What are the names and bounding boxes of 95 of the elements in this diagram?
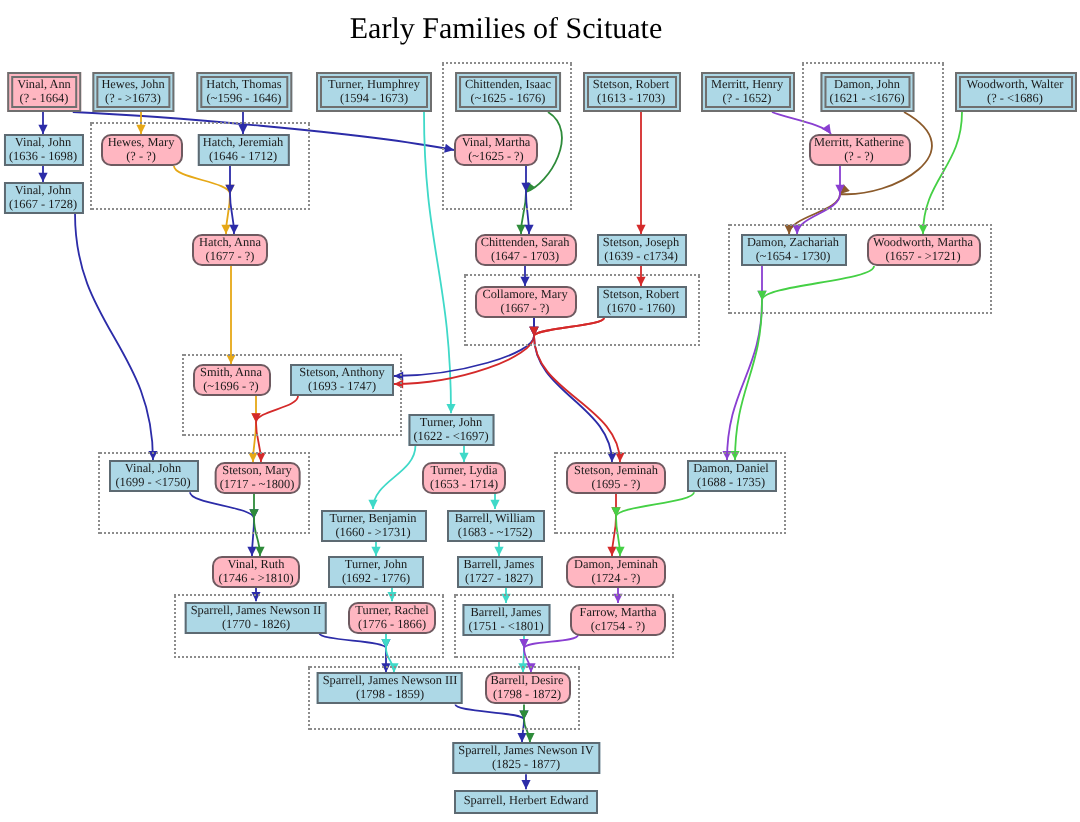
- family-group-frame: [98, 452, 310, 534]
- lineage-arrow: [189, 491, 259, 557]
- family-group-frame: [802, 62, 944, 210]
- lineage-arrow: [459, 444, 469, 463]
- person-node: [328, 556, 424, 589]
- person-node: [320, 509, 426, 542]
- family-group-frame: [174, 593, 444, 658]
- person-node: [422, 462, 506, 495]
- person-node: [582, 72, 680, 112]
- lineage-arrow: [490, 493, 500, 510]
- person-node: [100, 134, 182, 166]
- lineage-arrow: [494, 540, 504, 557]
- person-node: [808, 134, 910, 166]
- lineage-arrow: [71, 111, 455, 153]
- lineage-arrow: [371, 540, 381, 557]
- person-node: [192, 234, 268, 266]
- family-group-frame: [554, 452, 786, 534]
- person-node: [316, 72, 432, 112]
- person-node: [7, 72, 81, 112]
- person-node: [407, 413, 495, 446]
- lineage-arrow: [520, 265, 530, 287]
- lineage-arrow: [251, 395, 299, 463]
- lineage-arrow: [249, 493, 265, 557]
- lineage-arrow: [225, 165, 239, 235]
- family-group-frame: [442, 62, 572, 210]
- person-node: [740, 234, 846, 266]
- lineage-arrow: [173, 165, 235, 235]
- lineage-arrow: [226, 265, 236, 365]
- lineage-arrow: [611, 491, 695, 557]
- lineage-arrow: [251, 587, 261, 603]
- person-node: [108, 460, 198, 493]
- person-node: [196, 134, 290, 166]
- lineage-arrow: [613, 587, 623, 604]
- family-group-frame: [454, 593, 674, 658]
- family-group-frame: [308, 665, 580, 731]
- family-group-frame: [464, 274, 700, 346]
- person-node: [566, 556, 666, 589]
- lineage-arrow: [730, 265, 875, 462]
- lineage-arrow: [771, 111, 832, 135]
- diagram-title: Early Families of Scituate: [349, 12, 663, 48]
- person-node: [184, 601, 328, 634]
- lineage-arrow: [381, 632, 399, 674]
- lineage-arrow: [784, 111, 933, 235]
- person-node: [474, 286, 576, 318]
- lineage-arrow: [387, 587, 397, 603]
- person-node: [446, 509, 544, 542]
- person-node: [455, 72, 561, 112]
- person-node: [452, 742, 600, 775]
- lineage-arrow: [636, 111, 646, 235]
- person-node: [596, 234, 686, 266]
- person-node: [570, 603, 666, 635]
- person-node: [316, 672, 464, 705]
- family-group-frame: [182, 354, 402, 436]
- lineage-arrow: [501, 587, 511, 604]
- lineage-arrow: [238, 111, 248, 135]
- lineage-arrow: [519, 703, 535, 744]
- lineage-arrow: [38, 111, 48, 135]
- lineage-arrow: [516, 111, 563, 235]
- lineage-arrow: [521, 773, 531, 791]
- lineage-arrow: [918, 111, 963, 235]
- person-node: [456, 556, 542, 589]
- person-node: [686, 460, 776, 493]
- person-node: [819, 72, 915, 112]
- person-node: [213, 462, 301, 494]
- person-node: [196, 72, 292, 112]
- person-node: [954, 72, 1076, 112]
- person-node: [290, 364, 394, 396]
- person-node: [212, 556, 300, 589]
- lineage-arrow: [519, 634, 579, 674]
- family-group-frame: [728, 224, 992, 314]
- lineage-arrow: [136, 111, 146, 135]
- lineage-arrow: [636, 265, 646, 287]
- person-node: [596, 286, 686, 318]
- lineage-arrow: [369, 444, 417, 510]
- lineage-arrow: [792, 165, 845, 235]
- person-node: [91, 72, 175, 112]
- person-node: [192, 364, 270, 396]
- person-node: [566, 462, 666, 494]
- family-group-frame: [90, 122, 310, 210]
- person-node: [348, 601, 436, 634]
- lineage-arrow: [454, 703, 529, 744]
- person-node: [462, 603, 550, 635]
- person-node: [700, 72, 794, 112]
- person-node: [474, 234, 576, 266]
- lineage-arrow: [74, 213, 158, 462]
- lineage-arrow: [423, 111, 456, 415]
- person-node: [484, 672, 570, 705]
- person-node: [2, 134, 84, 166]
- person-node: [454, 134, 538, 166]
- lineage-arrow: [318, 632, 391, 674]
- lineage-arrow: [521, 165, 534, 235]
- person-node: [2, 182, 84, 214]
- lineage-arrow: [38, 165, 48, 183]
- person-node: [454, 789, 598, 814]
- person-node: [866, 234, 980, 266]
